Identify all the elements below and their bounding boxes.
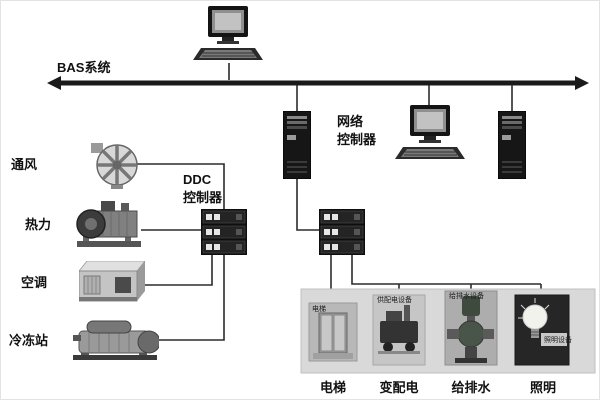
- chiller-station-icon: [73, 320, 159, 361]
- caption-lighting: 照明设备: [544, 337, 572, 344]
- monitoring-computer-icon: [394, 105, 466, 160]
- network-controller-2-icon: [498, 111, 526, 179]
- water-pump-photo: [444, 290, 498, 366]
- heating-pump-icon: [76, 200, 142, 247]
- caption-power: 供配电设备: [377, 297, 412, 304]
- network-controller-icon: [283, 111, 311, 179]
- label-power-distribution: 变配电: [379, 380, 419, 395]
- caption-elevator: 电梯: [312, 306, 326, 313]
- label-elevator: 电梯: [319, 380, 346, 395]
- label-ventilation: 通风: [11, 157, 38, 172]
- label-heating: 热力: [25, 217, 52, 232]
- ddc-controller-icon: [201, 209, 247, 255]
- bus-title: BAS系统: [57, 60, 111, 75]
- power-distribution-photo: [372, 294, 426, 366]
- label-lighting: 照明: [529, 380, 556, 395]
- label-hvac: 空调: [21, 275, 48, 290]
- label-chiller-station: 冷冻站: [9, 333, 49, 348]
- elevator-photo: [308, 302, 358, 362]
- air-conditioner-icon: [79, 261, 145, 302]
- operator-workstation-icon: [192, 6, 264, 61]
- ddc-controller-label: DDC 控制器: [183, 172, 223, 205]
- label-water-supply: 给排水: [451, 380, 491, 395]
- bas-bus-line: [47, 76, 589, 90]
- caption-water: 给排水设备: [449, 293, 484, 300]
- lighting-photo: [514, 294, 570, 366]
- network-controller-label: 网络 控制器: [337, 114, 377, 147]
- ddc-controller-2-icon: [319, 209, 365, 255]
- ventilation-fan-icon: [89, 141, 139, 189]
